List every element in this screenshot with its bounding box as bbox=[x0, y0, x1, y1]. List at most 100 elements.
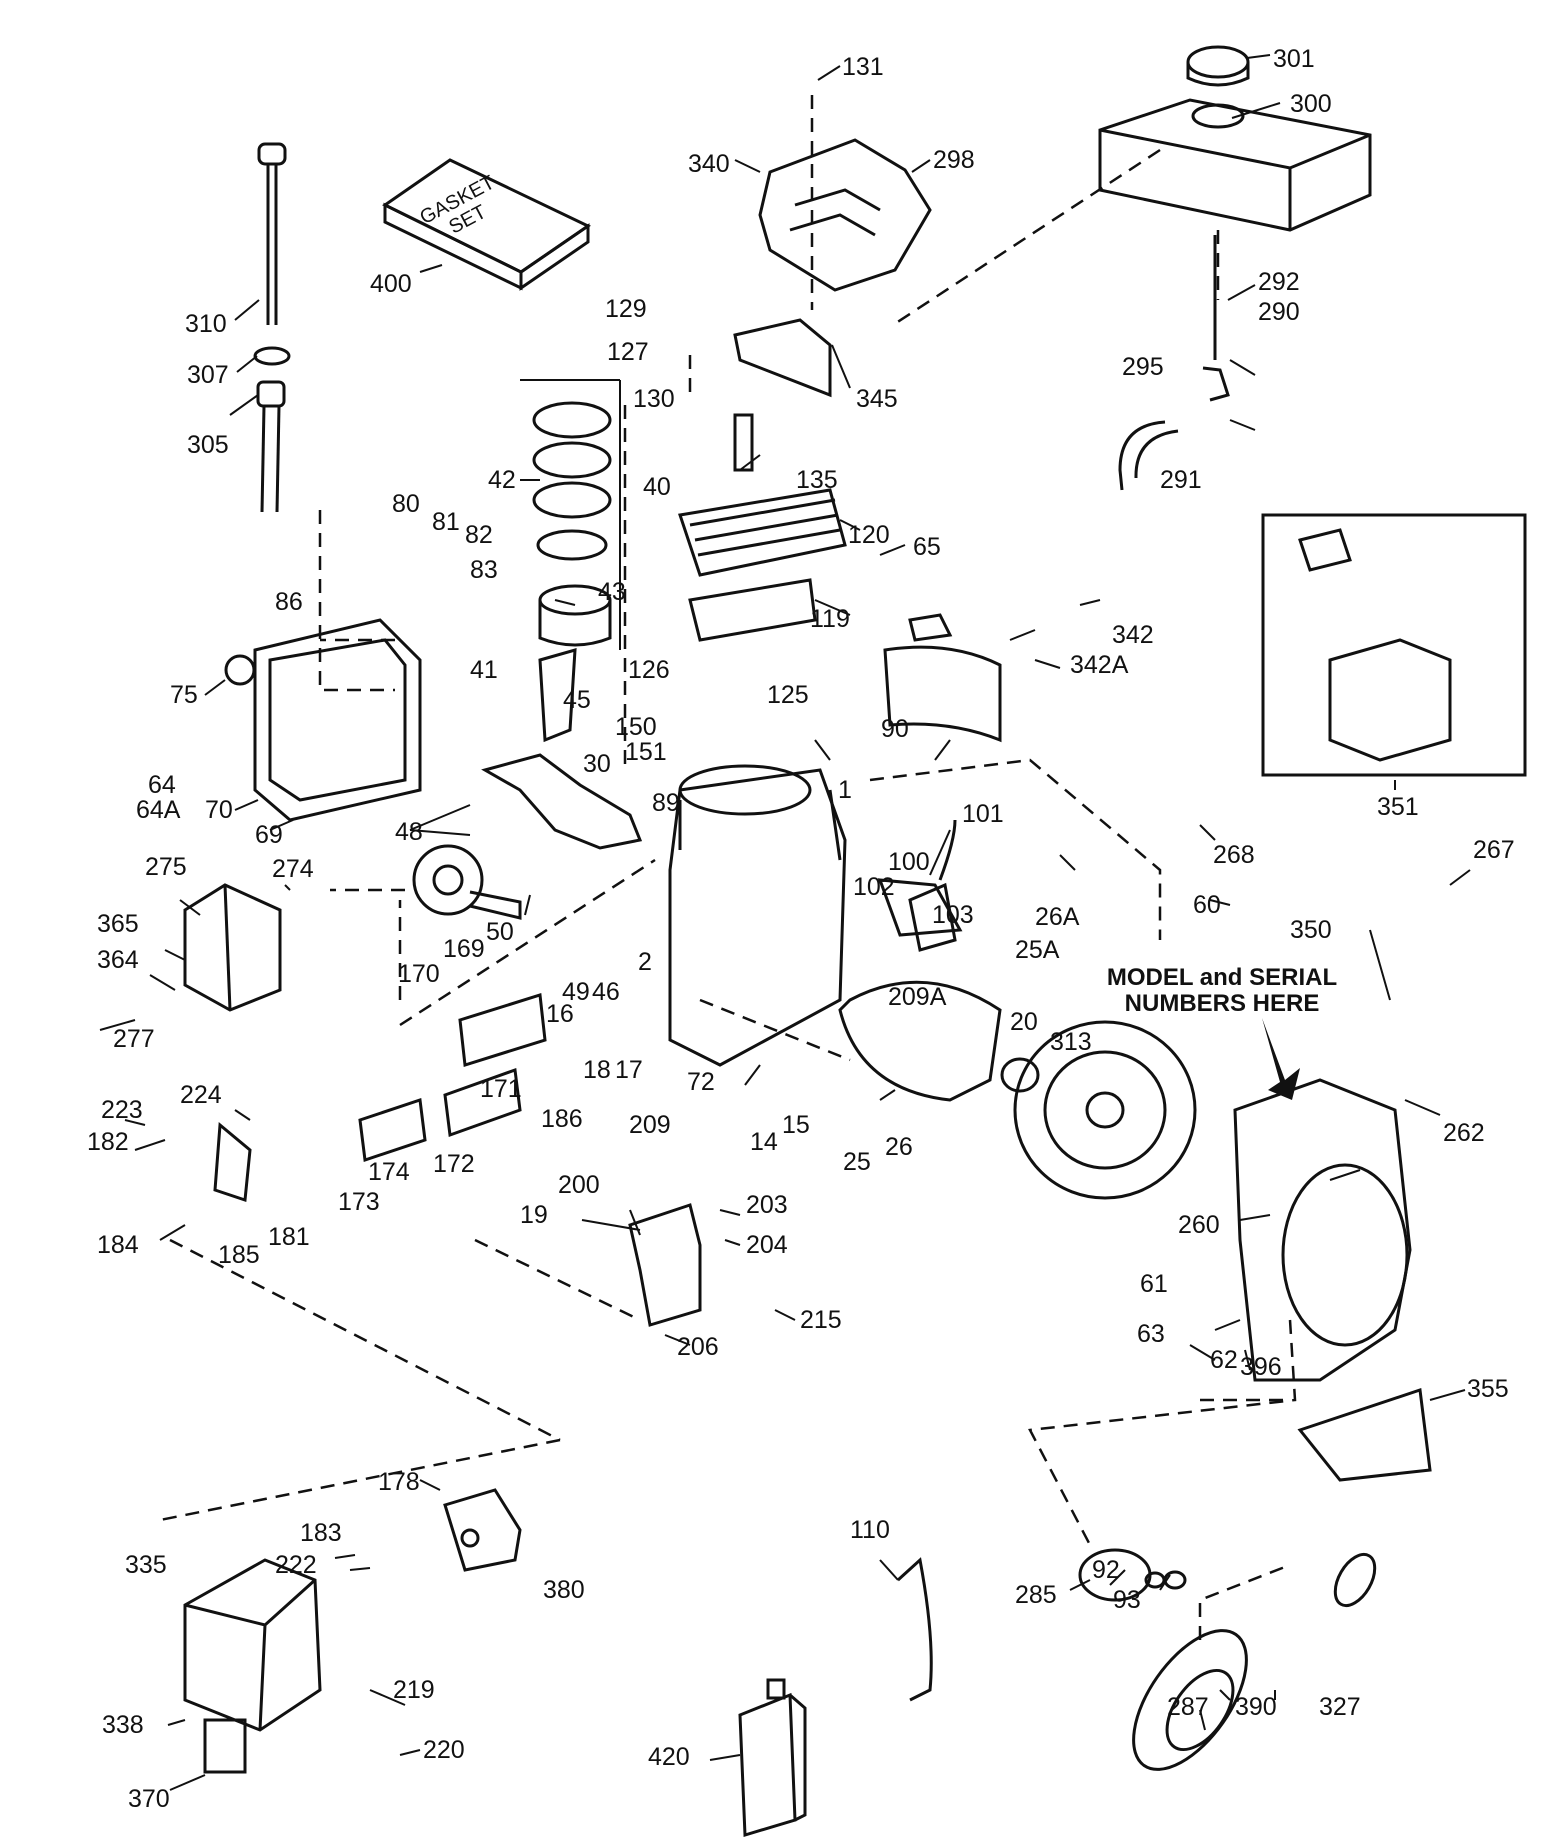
decal-icon bbox=[203, 1718, 247, 1774]
callout-label: 209 bbox=[629, 1111, 671, 1139]
callout-label: 209A bbox=[888, 983, 947, 1011]
callout-label: 206 bbox=[677, 1333, 719, 1361]
fuel-tank-icon bbox=[1098, 45, 1372, 232]
callout-label: 151 bbox=[625, 738, 667, 766]
callout-label: 292 bbox=[1258, 268, 1300, 296]
callout-label: 1 bbox=[838, 776, 852, 804]
callout-label: 119 bbox=[810, 605, 850, 633]
callout-label: 203 bbox=[746, 1191, 788, 1219]
shroud-icon bbox=[883, 613, 1002, 743]
model-serial-note: MODEL and SERIAL NUMBERS HERE bbox=[1102, 964, 1342, 1018]
electric-starter-box bbox=[1261, 513, 1527, 777]
callout-label: 126 bbox=[628, 656, 670, 684]
callout-label: 184 bbox=[97, 1231, 139, 1259]
callout-label: 49 bbox=[562, 978, 590, 1006]
callout-label: 25A bbox=[1015, 936, 1060, 964]
callout-label: 72 bbox=[687, 1068, 715, 1096]
callout-label: 169 bbox=[443, 935, 485, 963]
electric-starter-icon bbox=[1298, 528, 1452, 762]
callout-label: 277 bbox=[113, 1025, 155, 1053]
callout-label: 183 bbox=[300, 1519, 342, 1547]
callout-label: 370 bbox=[128, 1785, 170, 1813]
callout-label: 223 bbox=[101, 1096, 143, 1124]
callout-label: 396 bbox=[1240, 1353, 1282, 1381]
leader-lines bbox=[99, 54, 1471, 1791]
callout-label: 110 bbox=[850, 1516, 890, 1544]
carburetor-icon bbox=[443, 1488, 522, 1572]
callout-label: 16 bbox=[546, 1000, 574, 1028]
callout-label: 327 bbox=[1319, 1693, 1361, 1721]
callout-label: 260 bbox=[1178, 1211, 1220, 1239]
crankcase-cover-icon bbox=[224, 618, 422, 822]
callout-label: 102 bbox=[853, 873, 895, 901]
callout-label: 274 bbox=[272, 855, 314, 883]
callout-label: 275 bbox=[145, 853, 187, 881]
callout-label: 2 bbox=[638, 948, 652, 976]
callout-label: 295 bbox=[1122, 353, 1164, 381]
callout-label: 220 bbox=[423, 1736, 465, 1764]
callout-label: 93 bbox=[1113, 1586, 1141, 1614]
callout-label: 129 bbox=[605, 295, 647, 323]
callout-label: 351 bbox=[1377, 793, 1419, 821]
callout-label: 135 bbox=[796, 466, 838, 494]
fuel-line-icon bbox=[1118, 235, 1230, 491]
callout-label: 224 bbox=[180, 1081, 222, 1109]
callout-label: 181 bbox=[268, 1223, 310, 1251]
callout-label: 342 bbox=[1112, 621, 1154, 649]
callout-label: 26 bbox=[885, 1133, 913, 1161]
callout-label: 301 bbox=[1273, 45, 1315, 73]
callout-label: 185 bbox=[218, 1241, 260, 1269]
model-serial-line1: MODEL and SERIAL bbox=[1106, 964, 1338, 991]
callout-label: 60 bbox=[1193, 891, 1221, 919]
blower-housing-icon bbox=[1233, 1078, 1412, 1382]
oil-bottle-icon bbox=[738, 1678, 807, 1837]
callout-label: 100 bbox=[888, 848, 930, 876]
callout-label: 65 bbox=[913, 533, 941, 561]
gasket-set-box-icon bbox=[382, 158, 591, 291]
callout-label: 131 bbox=[842, 53, 884, 81]
callout-label: 173 bbox=[338, 1188, 380, 1216]
callout-label: 63 bbox=[1137, 1320, 1165, 1348]
governor-plate-icon bbox=[628, 1203, 702, 1327]
callout-label: 268 bbox=[1213, 841, 1255, 869]
callout-label: 313 bbox=[1050, 1028, 1092, 1056]
callout-label: 45 bbox=[563, 686, 591, 714]
crankshaft-icon bbox=[481, 647, 643, 850]
callout-label: 15 bbox=[782, 1111, 810, 1139]
callout-label: 48 bbox=[395, 818, 423, 846]
callout-label: 61 bbox=[1140, 1270, 1168, 1298]
callout-label: 75 bbox=[170, 681, 198, 709]
callout-label: 178 bbox=[378, 1468, 420, 1496]
air-cleaner-icon bbox=[183, 1558, 322, 1732]
callout-label: 170 bbox=[398, 960, 440, 988]
muffler-icon bbox=[183, 883, 282, 1012]
callout-label: 83 bbox=[470, 556, 498, 584]
piston-ring-icon bbox=[532, 401, 612, 647]
callout-label: 186 bbox=[541, 1105, 583, 1133]
callout-label: 80 bbox=[392, 490, 420, 518]
callout-label: 219 bbox=[393, 1676, 435, 1704]
callout-label: 150 bbox=[615, 713, 657, 741]
callout-label: 101 bbox=[962, 800, 1004, 828]
callout-label: 380 bbox=[543, 1576, 585, 1604]
callout-label: 90 bbox=[881, 715, 909, 743]
callout-label: 285 bbox=[1015, 1581, 1057, 1609]
callout-label: 125 bbox=[767, 681, 809, 709]
callout-label: 70 bbox=[205, 796, 233, 824]
cylinder-head-icon bbox=[678, 413, 847, 642]
callout-label: 69 bbox=[255, 821, 283, 849]
callout-label: 64A bbox=[136, 796, 181, 824]
callout-label: 298 bbox=[933, 146, 975, 174]
callout-label: 340 bbox=[688, 150, 730, 178]
callout-label: 19 bbox=[520, 1201, 548, 1229]
callout-label: 400 bbox=[370, 270, 412, 298]
callout-label: 200 bbox=[558, 1171, 600, 1199]
callout-label: 130 bbox=[633, 385, 675, 413]
ground-wire-icon bbox=[896, 1557, 933, 1702]
callout-label: 290 bbox=[1258, 298, 1300, 326]
callout-label: 172 bbox=[433, 1150, 475, 1178]
callout-label: 62 bbox=[1210, 1346, 1238, 1374]
callout-label: 287 bbox=[1167, 1693, 1209, 1721]
